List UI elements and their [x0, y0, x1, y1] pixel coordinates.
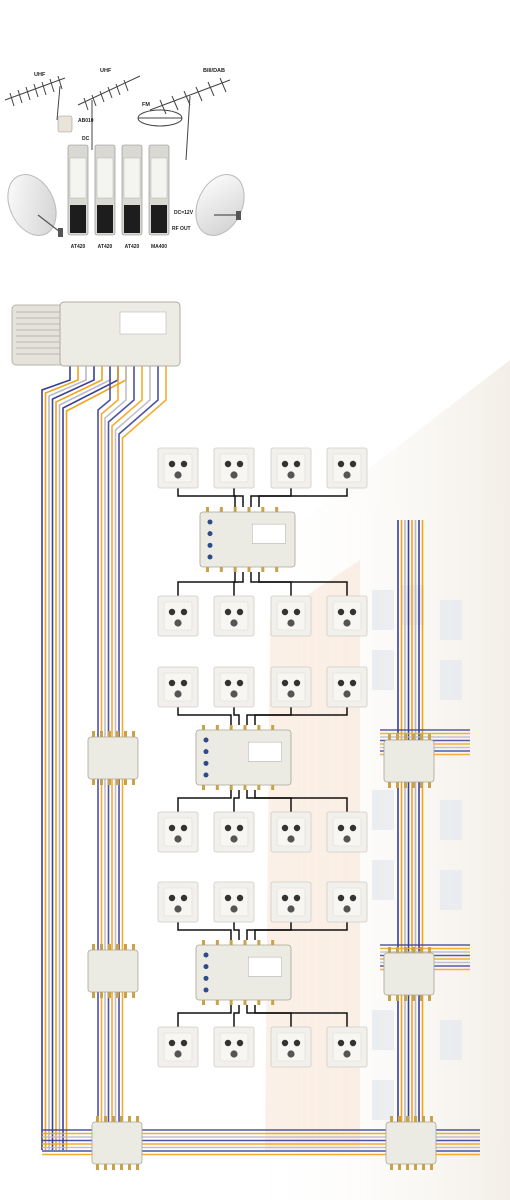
wall-outlet — [213, 666, 255, 708]
cascade-left-2 — [87, 731, 139, 785]
headend-module-4: MA400 — [148, 144, 170, 250]
wall-outlet — [326, 447, 368, 489]
wall-outlet — [270, 1026, 312, 1068]
satellite-dish-right — [195, 174, 245, 236]
wall-outlet — [326, 595, 368, 637]
cascade-left-4 — [91, 1116, 143, 1170]
dc12-label: DC=12V — [174, 210, 194, 216]
headend-amplifier — [11, 301, 181, 367]
biii-dab-antenna — [149, 77, 231, 161]
fm-antenna — [137, 109, 183, 127]
wall-outlet — [270, 881, 312, 923]
wall-outlet — [213, 447, 255, 489]
module-label: AT420 — [71, 244, 86, 250]
fm-label: FM — [142, 102, 150, 108]
headend-module-1: AT420 — [67, 144, 89, 250]
wall-outlet — [157, 447, 199, 489]
preamp-ab010 — [57, 115, 73, 133]
headend-module-3: AT420 — [121, 144, 143, 250]
wall-outlet — [270, 447, 312, 489]
cascade-right-4 — [385, 1116, 437, 1170]
outlets — [157, 447, 368, 1068]
wall-outlet — [157, 666, 199, 708]
wall-outlet — [213, 595, 255, 637]
cascade-right-3 — [383, 947, 435, 1001]
wall-outlet — [157, 881, 199, 923]
wall-outlet — [213, 811, 255, 853]
module-label: MA400 — [151, 244, 167, 250]
biii-dab-label: BIII/DAB — [203, 68, 225, 74]
wall-outlet — [157, 811, 199, 853]
wall-outlet — [270, 666, 312, 708]
wall-outlet — [326, 666, 368, 708]
uhf-antenna-mid — [77, 75, 141, 150]
satellite-dish-left — [7, 174, 63, 237]
wall-outlet — [326, 881, 368, 923]
multiswitch-floor-2 — [195, 725, 292, 790]
cascade-right-2 — [383, 734, 435, 788]
module-label: AT420 — [125, 244, 140, 250]
wall-outlet — [213, 1026, 255, 1068]
outlet-cables — [177, 488, 348, 1027]
wall-outlet — [270, 595, 312, 637]
rf-out-label: RF OUT — [172, 226, 191, 232]
dc-label: DC — [82, 136, 90, 142]
building-background — [240, 360, 510, 1200]
headend-module-2: AT420 — [94, 144, 116, 250]
preamp-label: AB010 — [78, 118, 94, 124]
headend-modules: AT420 AT420 AT420 MA400 — [67, 144, 170, 250]
uhf-antenna-left — [4, 75, 66, 121]
wall-outlet — [326, 1026, 368, 1068]
wall-outlet — [326, 811, 368, 853]
wall-outlet — [157, 595, 199, 637]
cascade-left-3 — [87, 944, 139, 998]
multiswitch-floor-1 — [199, 507, 296, 572]
wall-outlet — [213, 881, 255, 923]
uhf-left-label: UHF — [34, 72, 46, 78]
module-label: AT420 — [98, 244, 113, 250]
wall-outlet — [157, 1026, 199, 1068]
multiswitches — [87, 507, 437, 1170]
wall-outlet — [270, 811, 312, 853]
multiswitch-floor-3 — [195, 940, 292, 1005]
uhf-mid-label: UHF — [100, 68, 112, 74]
